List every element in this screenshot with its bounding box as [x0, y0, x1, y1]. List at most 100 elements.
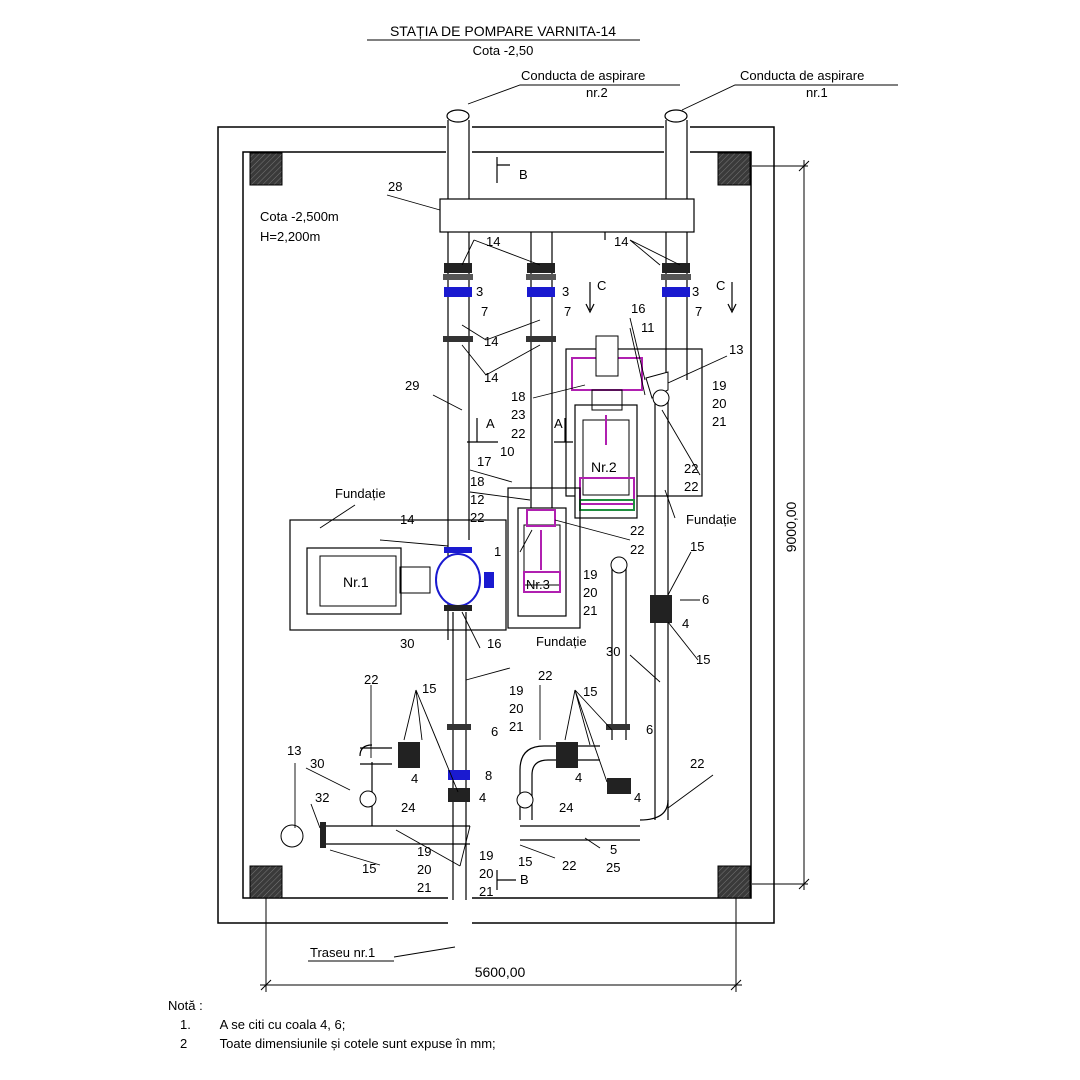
svg-text:15: 15 — [583, 684, 597, 699]
dimension-height: 9000,00 — [783, 501, 799, 552]
svg-text:6: 6 — [491, 724, 498, 739]
section-c-right: C — [716, 278, 725, 293]
svg-text:3: 3 — [562, 284, 569, 299]
svg-text:23: 23 — [511, 407, 525, 422]
svg-text:4: 4 — [634, 790, 641, 805]
svg-text:15: 15 — [690, 539, 704, 554]
discharge-pipes — [323, 395, 669, 900]
svg-text:13: 13 — [287, 743, 301, 758]
svg-text:21: 21 — [712, 414, 726, 429]
section-a-right: A — [554, 416, 563, 431]
svg-text:16: 16 — [631, 301, 645, 316]
svg-text:5: 5 — [610, 842, 617, 857]
lower-valves — [398, 595, 672, 802]
svg-text:12: 12 — [470, 492, 484, 507]
svg-text:30: 30 — [606, 644, 620, 659]
svg-text:14: 14 — [486, 234, 500, 249]
pipe-labels: Conducta de aspirare nr.2 Conducta de as… — [308, 68, 864, 962]
svg-text:20: 20 — [509, 701, 523, 716]
svg-text:14: 14 — [484, 334, 498, 349]
svg-text:20: 20 — [417, 862, 431, 877]
svg-text:22: 22 — [470, 510, 484, 525]
item-numbers: 28 14 14 37 37 37 14 14 29 16 11 13 19 2… — [287, 179, 743, 899]
building-walls — [217, 126, 775, 924]
suction-2-number: nr.2 — [586, 85, 608, 100]
svg-text:18: 18 — [470, 474, 484, 489]
svg-text:3: 3 — [692, 284, 699, 299]
suction-1-label: Conducta de aspirare — [740, 68, 864, 83]
svg-text:15: 15 — [696, 652, 710, 667]
svg-text:19: 19 — [583, 567, 597, 582]
column — [249, 152, 283, 186]
svg-text:15: 15 — [362, 861, 376, 876]
svg-text:14: 14 — [614, 234, 628, 249]
svg-text:7: 7 — [481, 304, 488, 319]
corner-columns — [249, 152, 751, 899]
suction-2-label: Conducta de aspirare — [521, 68, 645, 83]
svg-text:22: 22 — [630, 523, 644, 538]
svg-text:30: 30 — [400, 636, 414, 651]
elbow — [652, 389, 670, 407]
drawing-subtitle: Cota -2,50 — [473, 43, 534, 58]
svg-text:10: 10 — [500, 444, 514, 459]
wall-openings — [446, 124, 690, 925]
pump-1-assembly — [289, 519, 507, 631]
dimension-width: 5600,00 — [475, 964, 526, 980]
column — [717, 152, 751, 186]
section-a-left: A — [486, 416, 495, 431]
svg-text:3: 3 — [476, 284, 483, 299]
leader-lines — [294, 84, 898, 958]
svg-text:22: 22 — [690, 756, 704, 771]
foundation-label-2: Fundație — [686, 512, 737, 527]
elbow — [516, 791, 534, 809]
svg-text:29: 29 — [405, 378, 419, 393]
drawing-title: STAȚIA DE POMPARE VARNITA-14 — [390, 23, 616, 39]
suction-1-number: nr.1 — [806, 85, 828, 100]
svg-text:21: 21 — [583, 603, 597, 618]
foundation-label-3: Fundație — [536, 634, 587, 649]
pump-2-assembly — [565, 335, 703, 519]
pump-2-label: Nr.2 — [591, 459, 617, 475]
column — [249, 865, 283, 899]
section-markers — [467, 157, 737, 890]
upper-valves — [443, 263, 691, 342]
elbow — [280, 824, 304, 848]
note-item: 2 Toate dimensiunile și cotele sunt expu… — [168, 1034, 496, 1053]
svg-text:22: 22 — [684, 461, 698, 476]
svg-text:25: 25 — [606, 860, 620, 875]
svg-text:4: 4 — [682, 616, 689, 631]
svg-text:20: 20 — [479, 866, 493, 881]
svg-text:18: 18 — [511, 389, 525, 404]
elbow — [610, 556, 628, 574]
svg-text:6: 6 — [702, 592, 709, 607]
svg-text:4: 4 — [479, 790, 486, 805]
foundation-label-1: Fundație — [335, 486, 386, 501]
svg-text:24: 24 — [559, 800, 573, 815]
column — [717, 865, 751, 899]
svg-text:19: 19 — [417, 844, 431, 859]
note-text: A se citi cu coala 4, 6; — [219, 1017, 346, 1032]
note-number: 1. — [180, 1017, 191, 1032]
notes-heading: Notă : — [168, 998, 203, 1013]
svg-text:20: 20 — [583, 585, 597, 600]
suction-pipes — [446, 109, 688, 640]
pump-3-assembly — [507, 487, 581, 629]
svg-text:22: 22 — [630, 542, 644, 557]
notes-block: Notă : 1. A se citi cu coala 4, 6; 2 Toa… — [168, 996, 496, 1053]
svg-text:4: 4 — [575, 770, 582, 785]
section-b-bottom: B — [520, 872, 529, 887]
svg-text:24: 24 — [401, 800, 415, 815]
svg-text:7: 7 — [564, 304, 571, 319]
section-b-top: B — [519, 167, 528, 182]
svg-text:22: 22 — [511, 426, 525, 441]
svg-text:14: 14 — [400, 512, 414, 527]
dimension-lines — [260, 160, 810, 992]
note-text: Toate dimensiunile și cotele sunt expuse… — [219, 1036, 496, 1051]
svg-text:13: 13 — [729, 342, 743, 357]
elbow — [359, 790, 377, 808]
pump-3-label: Nr.3 — [526, 577, 550, 592]
svg-text:22: 22 — [684, 479, 698, 494]
svg-text:16: 16 — [487, 636, 501, 651]
section-c-left: C — [597, 278, 606, 293]
svg-text:19: 19 — [509, 683, 523, 698]
